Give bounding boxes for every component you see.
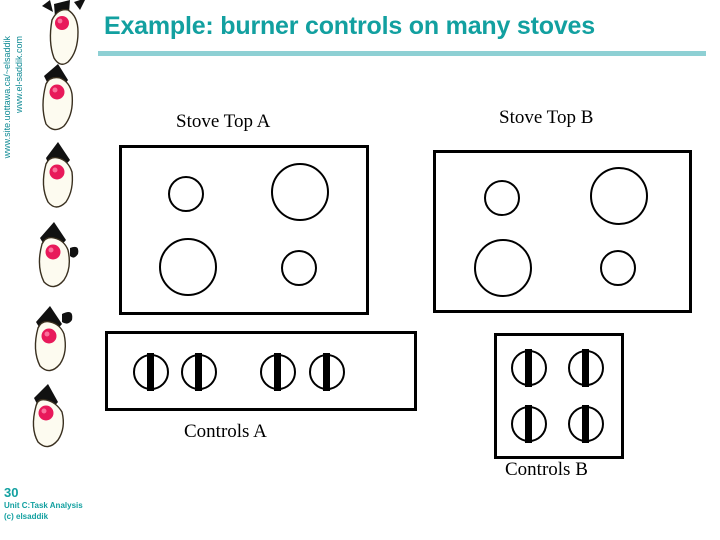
controls-b-knob-1 [511,349,547,387]
stove-a-burner-bottom-right [280,249,317,286]
stove-b-burner-bottom-left [473,239,532,298]
stove-a-burner-top-right [270,162,329,221]
stove-a-burner-top-left [168,175,205,212]
slide-number: 30 [4,485,19,500]
controls-a-knob-2 [181,353,217,391]
duke-mascot-icon [26,300,82,374]
stove-b-burner-top-left [484,179,521,216]
page-title: Example: burner controls on many stoves [104,12,595,40]
controls-a-knob-1 [133,353,169,391]
stove-top-b-diagram [433,150,692,313]
knob-pointer-icon [582,405,589,443]
knob-pointer-icon [147,353,154,391]
stove-b-caption: Stove Top B [499,107,594,128]
knob-pointer-icon [582,349,589,387]
sidebar-url-primary: www.site.uottawa.ca/~elsaddik [2,36,12,159]
knob-pointer-icon [525,405,532,443]
duke-mascot-icon [24,380,80,454]
controls-a-knob-3 [260,353,296,391]
stove-b-burner-top-right [590,167,649,226]
knob-pointer-icon [323,353,330,391]
stove-a-caption: Stove Top A [176,111,271,132]
duke-mascot-icon [30,62,86,136]
duke-mascot-icon [34,0,90,70]
stove-b-burner-bottom-right [600,250,637,287]
stove-top-a-diagram [119,145,369,315]
controls-b-knob-2 [568,349,604,387]
controls-a-knob-4 [309,353,345,391]
controls-a-caption: Controls A [184,421,267,442]
footer-unit-label: Unit C:Task Analysis [4,501,83,510]
controls-b-knob-4 [568,405,604,443]
knob-pointer-icon [274,353,281,391]
knob-pointer-icon [525,349,532,387]
controls-b-knob-3 [511,405,547,443]
title-divider [98,51,706,56]
duke-mascot-icon [30,140,86,214]
stove-a-burner-bottom-left [158,238,217,297]
controls-b-caption: Controls B [505,459,588,480]
slide-footer: 30 Unit C:Task Analysis (c) elsaddik [4,486,154,522]
duke-mascot-icon [28,218,84,292]
sidebar-url-secondary: www.el-saddik.com [14,36,24,114]
controls-a-diagram [105,331,417,411]
footer-copyright: (c) elsaddik [4,512,49,521]
controls-b-diagram [494,333,624,459]
knob-pointer-icon [195,353,202,391]
left-sidebar: www.site.uottawa.ca/~elsaddik www.el-sad… [0,0,96,540]
